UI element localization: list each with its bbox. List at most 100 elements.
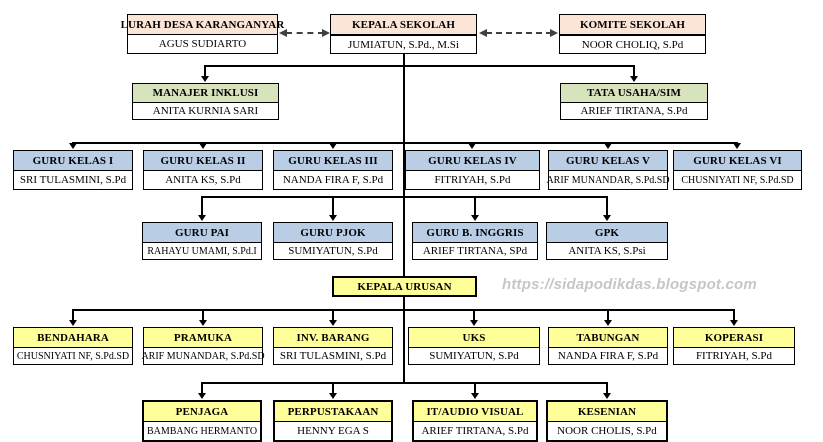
connector-line bbox=[332, 196, 334, 216]
node-title: IT/AUDIO VISUAL bbox=[414, 402, 536, 422]
arrow-down-icon bbox=[68, 320, 77, 326]
arrow-down-icon bbox=[733, 143, 741, 149]
arrow-right-icon bbox=[322, 29, 330, 37]
node-title: GURU KELAS VI bbox=[674, 151, 801, 171]
node-title: PERPUSTAKAAN bbox=[275, 402, 391, 422]
node-person: CHUSNIYATI NF, S.Pd.SD bbox=[674, 171, 801, 189]
node-koperasi: KOPERASI FITRIYAH, S.Pd bbox=[673, 327, 795, 365]
node-title: GURU KELAS IV bbox=[406, 151, 539, 171]
node-guru-pai: GURU PAI RAHAYU UMAMI, S.Pd.I bbox=[142, 222, 262, 260]
node-person: SUMIYATUN, S.Pd bbox=[274, 243, 392, 259]
node-person: FITRIYAH, S.Pd bbox=[674, 348, 794, 364]
arrow-down-icon bbox=[328, 320, 337, 326]
node-lurah-desa: LURAH DESA KARANGANYAR AGUS SUDIARTO bbox=[121, 14, 284, 54]
arrow-down-icon bbox=[328, 393, 337, 399]
node-title: GURU KELAS V bbox=[549, 151, 667, 171]
node-person: CHUSNIYATI NF, S.Pd.SD bbox=[14, 348, 132, 364]
node-guru-kelas-6: GURU KELAS VI CHUSNIYATI NF, S.Pd.SD bbox=[673, 150, 802, 190]
node-person: SRI TULASMINI, S.Pd bbox=[274, 348, 392, 364]
node-title: GURU PJOK bbox=[274, 223, 392, 243]
connector-line bbox=[72, 142, 738, 144]
connector-line bbox=[204, 65, 206, 77]
arrow-down-icon bbox=[68, 143, 77, 149]
node-title: INV. BARANG bbox=[274, 328, 392, 348]
connector-line bbox=[606, 196, 608, 216]
node-kepala-sekolah: KEPALA SEKOLAH JUMIATUN, S.Pd., M.Si bbox=[330, 14, 477, 54]
dashed-connector bbox=[486, 32, 552, 34]
node-penjaga: PENJAGA BAMBANG HERMANTO bbox=[142, 400, 262, 442]
node-title: MANAJER INKLUSI bbox=[133, 84, 278, 103]
node-guru-kelas-5: GURU KELAS V ARIF MUNANDAR, S.Pd.SD bbox=[546, 150, 670, 190]
node-person: ARIEF TIRTANA, SPd bbox=[413, 243, 537, 259]
arrow-down-icon bbox=[200, 76, 209, 82]
connector-line bbox=[201, 196, 203, 216]
node-person: ANITA KURNIA SARI bbox=[133, 103, 278, 119]
node-person: ARIEF TIRTANA, S.Pd bbox=[561, 103, 707, 119]
connector-line bbox=[606, 382, 608, 394]
node-person: NOOR CHOLIS, S.Pd bbox=[548, 422, 666, 440]
node-kepala-urusan: KEPALA URUSAN bbox=[332, 276, 477, 297]
arrow-left-icon bbox=[479, 29, 487, 37]
connector-line bbox=[201, 196, 608, 198]
node-person: ANITA KS, S.Pd bbox=[144, 171, 262, 189]
node-title: GURU B. INGGRIS bbox=[413, 223, 537, 243]
connector-line bbox=[204, 65, 635, 67]
arrow-down-icon bbox=[603, 143, 612, 149]
node-guru-pjok: GURU PJOK SUMIYATUN, S.Pd bbox=[273, 222, 393, 260]
node-person: HENNY EGA S bbox=[275, 422, 391, 440]
node-komite-sekolah: KOMITE SEKOLAH NOOR CHOLIQ, S.Pd bbox=[559, 14, 706, 54]
node-manajer-inklusi: MANAJER INKLUSI ANITA KURNIA SARI bbox=[132, 83, 279, 120]
connector-line bbox=[633, 65, 635, 77]
node-person: SUMIYATUN, S.Pd bbox=[409, 348, 539, 364]
arrow-down-icon bbox=[629, 76, 638, 82]
node-guru-b-inggris: GURU B. INGGRIS ARIEF TIRTANA, SPd bbox=[412, 222, 538, 260]
connector-line bbox=[332, 309, 334, 322]
node-person: NOOR CHOLIQ, S.Pd bbox=[560, 36, 705, 53]
node-title: UKS bbox=[409, 328, 539, 348]
node-title: TATA USAHA/SIM bbox=[561, 84, 707, 103]
arrow-down-icon bbox=[197, 215, 206, 221]
node-person: FITRIYAH, S.Pd bbox=[406, 171, 539, 189]
node-uks: UKS SUMIYATUN, S.Pd bbox=[408, 327, 540, 365]
node-guru-kelas-4: GURU KELAS IV FITRIYAH, S.Pd bbox=[405, 150, 540, 190]
node-person: ARIF MUNANDAR, S.Pd.SD bbox=[546, 171, 670, 189]
connector-line bbox=[607, 309, 609, 322]
node-title: KEPALA URUSAN bbox=[334, 278, 475, 295]
node-person: ANITA KS, S.Psi bbox=[547, 243, 667, 259]
connector-line bbox=[332, 382, 334, 394]
connector-line bbox=[733, 309, 735, 322]
arrow-down-icon bbox=[470, 393, 479, 399]
dashed-connector bbox=[286, 32, 324, 34]
arrow-down-icon bbox=[328, 215, 337, 221]
node-it-audio-visual: IT/AUDIO VISUAL ARIEF TIRTANA, S.Pd bbox=[412, 400, 538, 442]
connector-line bbox=[473, 309, 475, 322]
node-person: ARIEF TIRTANA, S.Pd bbox=[414, 422, 536, 440]
watermark-url: https://sidapodikdas.blogspot.com bbox=[502, 276, 757, 293]
node-person: ARIF MUNANDAR, S.Pd.SD bbox=[141, 348, 265, 364]
node-person: NANDA FIRA F, S.Pd bbox=[549, 348, 667, 364]
arrow-down-icon bbox=[470, 215, 479, 221]
connector-line bbox=[72, 309, 735, 311]
arrow-down-icon bbox=[468, 143, 476, 149]
arrow-right-icon bbox=[550, 29, 558, 37]
node-title: PRAMUKA bbox=[144, 328, 262, 348]
arrow-down-icon bbox=[328, 143, 337, 149]
arrow-down-icon bbox=[198, 320, 207, 326]
node-title: BENDAHARA bbox=[14, 328, 132, 348]
node-title: LURAH DESA KARANGANYAR bbox=[121, 15, 284, 35]
node-guru-kelas-3: GURU KELAS III NANDA FIRA F, S.Pd bbox=[273, 150, 393, 190]
node-inv-barang: INV. BARANG SRI TULASMINI, S.Pd bbox=[273, 327, 393, 365]
node-title: TABUNGAN bbox=[549, 328, 667, 348]
connector-line bbox=[202, 309, 204, 322]
arrow-left-icon bbox=[279, 29, 287, 37]
node-tabungan: TABUNGAN NANDA FIRA F, S.Pd bbox=[548, 327, 668, 365]
node-title: KESENIAN bbox=[548, 402, 666, 422]
node-gpk: GPK ANITA KS, S.Psi bbox=[546, 222, 668, 260]
arrow-down-icon bbox=[469, 320, 478, 326]
node-title: KEPALA SEKOLAH bbox=[331, 15, 476, 36]
node-person: AGUS SUDIARTO bbox=[128, 35, 277, 53]
arrow-down-icon bbox=[603, 320, 612, 326]
node-title: PENJAGA bbox=[144, 402, 260, 422]
node-bendahara: BENDAHARA CHUSNIYATI NF, S.Pd.SD bbox=[13, 327, 133, 365]
node-title: KOMITE SEKOLAH bbox=[560, 15, 705, 36]
